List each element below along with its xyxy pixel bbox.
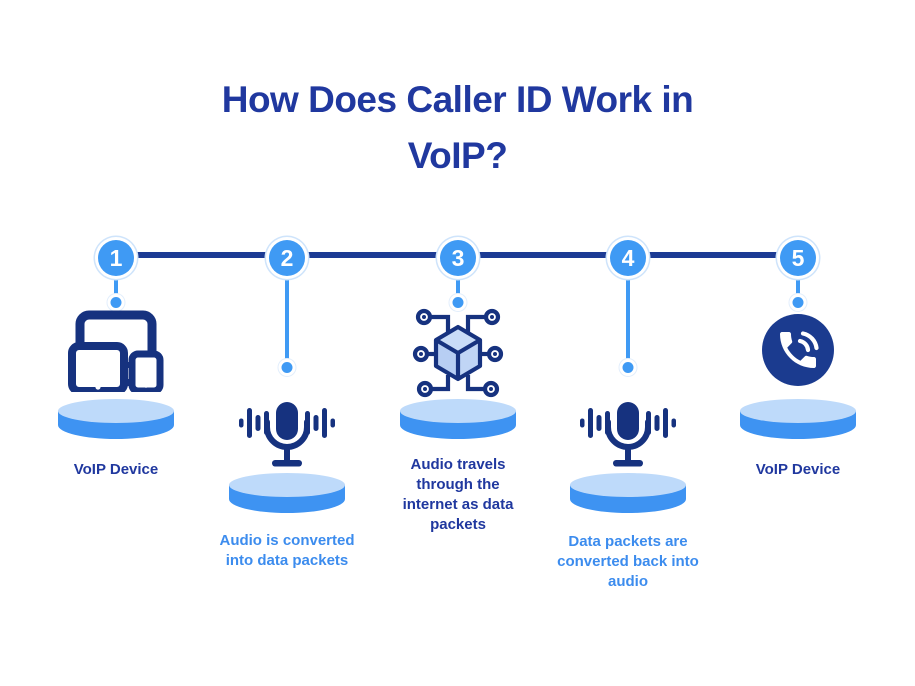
platform-disc	[227, 472, 347, 516]
step-number: 5	[791, 244, 805, 271]
connector-line	[796, 276, 800, 298]
step-number: 1	[109, 244, 123, 271]
platform-disc	[738, 398, 858, 442]
connector-dot	[622, 362, 634, 373]
page-title: How Does Caller ID Work in VoIP?	[221, 79, 694, 176]
step-number: 2	[280, 244, 294, 271]
step-2-number-badge: 2	[269, 240, 305, 276]
connector-line	[626, 276, 630, 363]
step-5-number-badge: 5	[780, 240, 816, 276]
microphone-waveform-icon	[580, 402, 676, 468]
connector-dot	[281, 362, 293, 373]
multi-device-icon	[66, 308, 166, 395]
phone-call-icon	[762, 314, 834, 386]
microphone-waveform-icon	[239, 402, 335, 468]
step-3-number-badge: 3	[440, 240, 476, 276]
step-5-label: VoIP Device	[755, 461, 841, 478]
step-3-label: Audio travels through the internet as da…	[402, 456, 514, 533]
platform-disc	[398, 398, 518, 442]
platform-disc	[56, 398, 176, 442]
connector-dot	[452, 297, 464, 308]
connector-dot	[792, 297, 804, 308]
network-cube-icon	[408, 306, 508, 398]
step-4-label: Data packets are converted back into aud…	[557, 533, 699, 590]
connector-line	[114, 276, 118, 298]
step-1-label: VoIP Device	[73, 461, 159, 478]
step-2-label: Audio is converted into data packets	[219, 532, 355, 569]
step-number: 4	[621, 244, 635, 271]
connector-line	[456, 276, 460, 298]
step-number: 3	[451, 244, 465, 271]
platform-disc	[568, 472, 688, 516]
connector-line	[285, 276, 289, 363]
connector-dot	[110, 297, 122, 308]
step-1-number-badge: 1	[98, 240, 134, 276]
step-4-number-badge: 4	[610, 240, 646, 276]
